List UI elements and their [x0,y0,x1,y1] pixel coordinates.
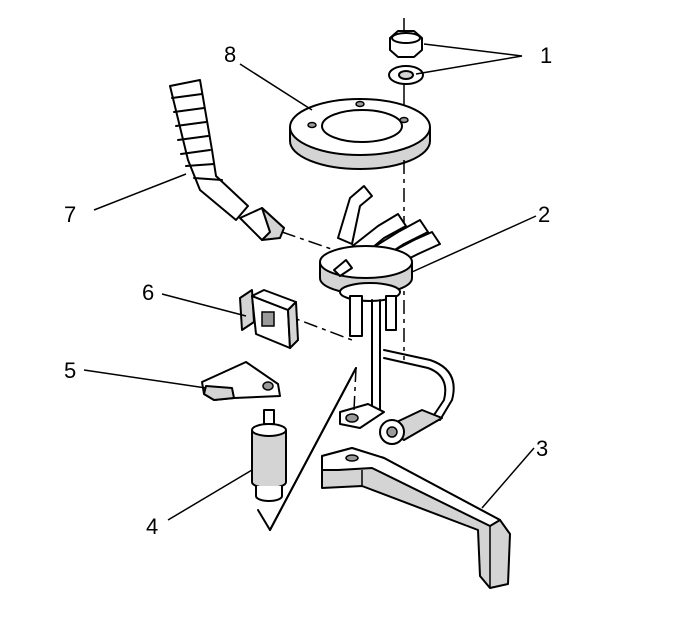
callout-5: 5 [64,358,76,383]
callout-4: 4 [146,514,158,539]
callout-8: 8 [224,42,236,67]
part-5-bracket [201,361,281,401]
leader-lines [83,43,537,521]
part-8-gasket [289,98,431,170]
part-4-strainer [251,409,287,502]
part-3-support-bracket [321,447,511,589]
callout-2: 2 [538,202,550,227]
callout-6: 6 [142,280,154,305]
part-7-wiring-harness [169,79,341,253]
callout-3: 3 [536,436,548,461]
callout-7: 7 [64,202,76,227]
part-2-sender-head [319,185,455,445]
part-6-connector [239,289,299,349]
callout-1: 1 [540,43,552,68]
